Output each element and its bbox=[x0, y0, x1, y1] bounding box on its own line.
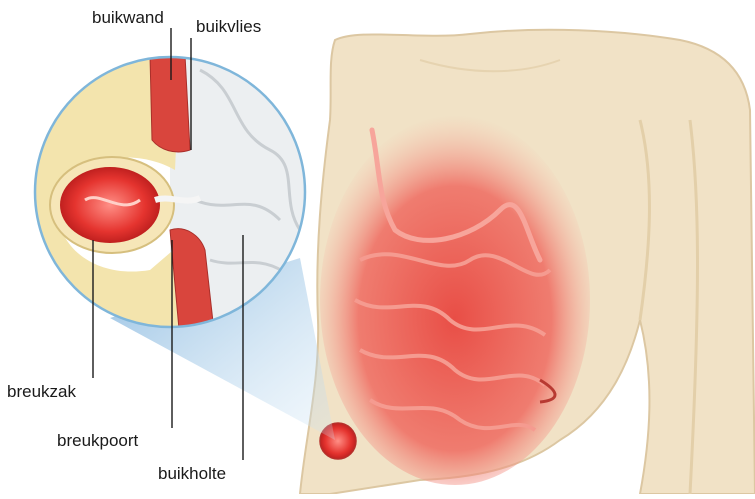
label-breukpoort: breukpoort bbox=[57, 432, 138, 449]
intestines bbox=[320, 115, 590, 485]
label-breukzak: breukzak bbox=[7, 383, 76, 400]
label-buikvlies: buikvlies bbox=[196, 18, 261, 35]
label-buikholte: buikholte bbox=[158, 465, 226, 482]
label-buikwand: buikwand bbox=[92, 9, 164, 26]
